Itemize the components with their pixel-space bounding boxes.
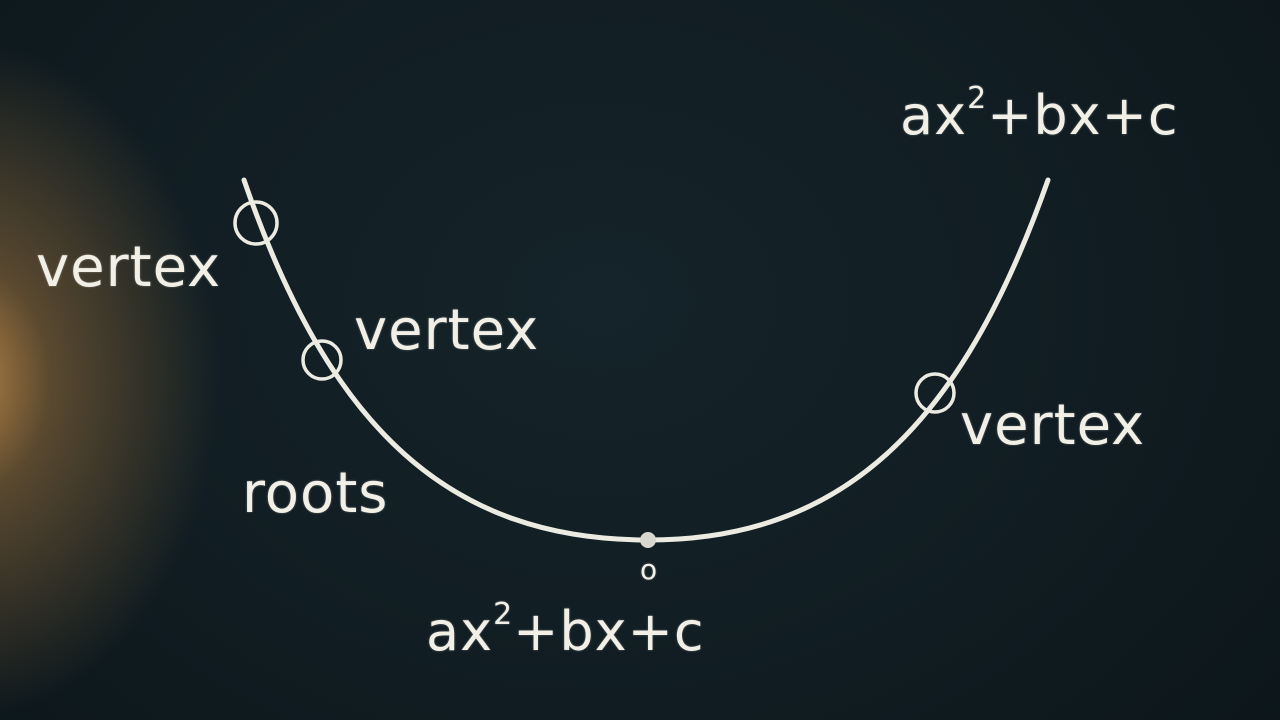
formula-bottom: ax2+bx+c [426,600,705,660]
roots-label: roots [242,461,389,526]
vertex-label-right: vertex [960,393,1146,458]
vertex-marker-middle [301,339,343,381]
bottom-marker: o [640,553,659,586]
formula-bottom-exponent: 2 [493,597,514,632]
minimum-point-dot [640,532,656,548]
vertex-marker-right [914,372,956,414]
formula-bottom-base: ax [426,600,494,663]
formula-top-rest: +bx+c [987,84,1179,147]
vertex-marker-left [233,200,279,246]
formula-top-exponent: 2 [967,81,988,116]
formula-top-base: ax [900,84,968,147]
formula-bottom-rest: +bx+c [513,600,705,663]
vertex-label-left: vertex [36,235,222,300]
vertex-label-middle: vertex [354,298,540,363]
formula-top-right: ax2+bx+c [900,84,1179,144]
